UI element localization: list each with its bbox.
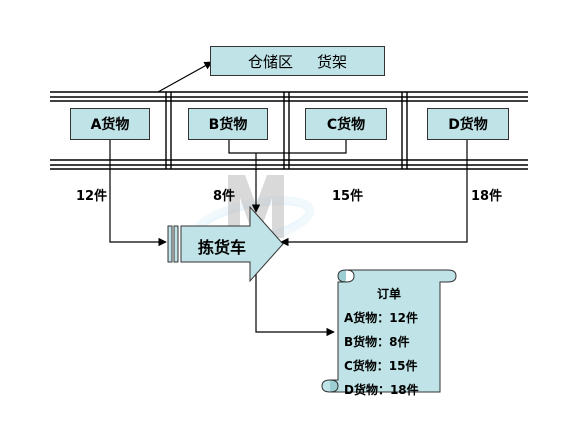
order-title: 订单 (376, 287, 401, 301)
flow-lines (109, 140, 468, 337)
goods-label-d: D货物 (448, 117, 488, 133)
goods-label-b: B货物 (208, 117, 248, 133)
flow-line-a (109, 140, 167, 247)
flow-line-cart-order (255, 272, 335, 337)
count-label-a: 12件 (76, 189, 108, 204)
goods-label-c: C货物 (326, 117, 366, 133)
storage-pointer-arrow (157, 61, 213, 93)
order-scroll-body (321, 269, 457, 393)
order-line-b: B货物：8件 (344, 335, 410, 349)
storage-title: 仓储区 (247, 52, 293, 71)
flow-line-bc (228, 140, 347, 154)
goods-label-a: A货物 (90, 117, 130, 133)
storage-subtitle: 货架 (317, 52, 348, 71)
flow-line-d (280, 140, 468, 247)
order-line-c: C货物：15件 (344, 359, 418, 373)
count-label-b: 8件 (213, 189, 236, 204)
goods-box-b: B货物 (188, 108, 268, 140)
order-line-a: A货物：12件 (344, 311, 418, 325)
goods-box-d: D货物 (427, 108, 509, 140)
order-line-d: D货物：18件 (344, 383, 419, 397)
order-scroll (321, 269, 457, 393)
cart-tail-bar-2 (173, 225, 179, 263)
order-scroll-top-curl (337, 269, 347, 283)
count-label-d: 18件 (471, 189, 503, 204)
cart-tail (167, 225, 179, 263)
count-label-c: 15件 (332, 189, 364, 204)
storage-box: 仓储区 货架 (210, 46, 385, 76)
goods-box-c: C货物 (305, 108, 387, 140)
cart-tail-bar-1 (167, 225, 173, 263)
cart-label: 拣货车 (198, 238, 247, 257)
order-scroll-bottom-curl (329, 379, 339, 393)
order-content: 订单 A货物：12件 B货物：8件 C货物：15件 D货物：18件 (344, 285, 434, 398)
goods-box-a: A货物 (70, 108, 150, 140)
shelf-dividers (165, 92, 408, 169)
cart-arrow-shape (180, 205, 284, 283)
